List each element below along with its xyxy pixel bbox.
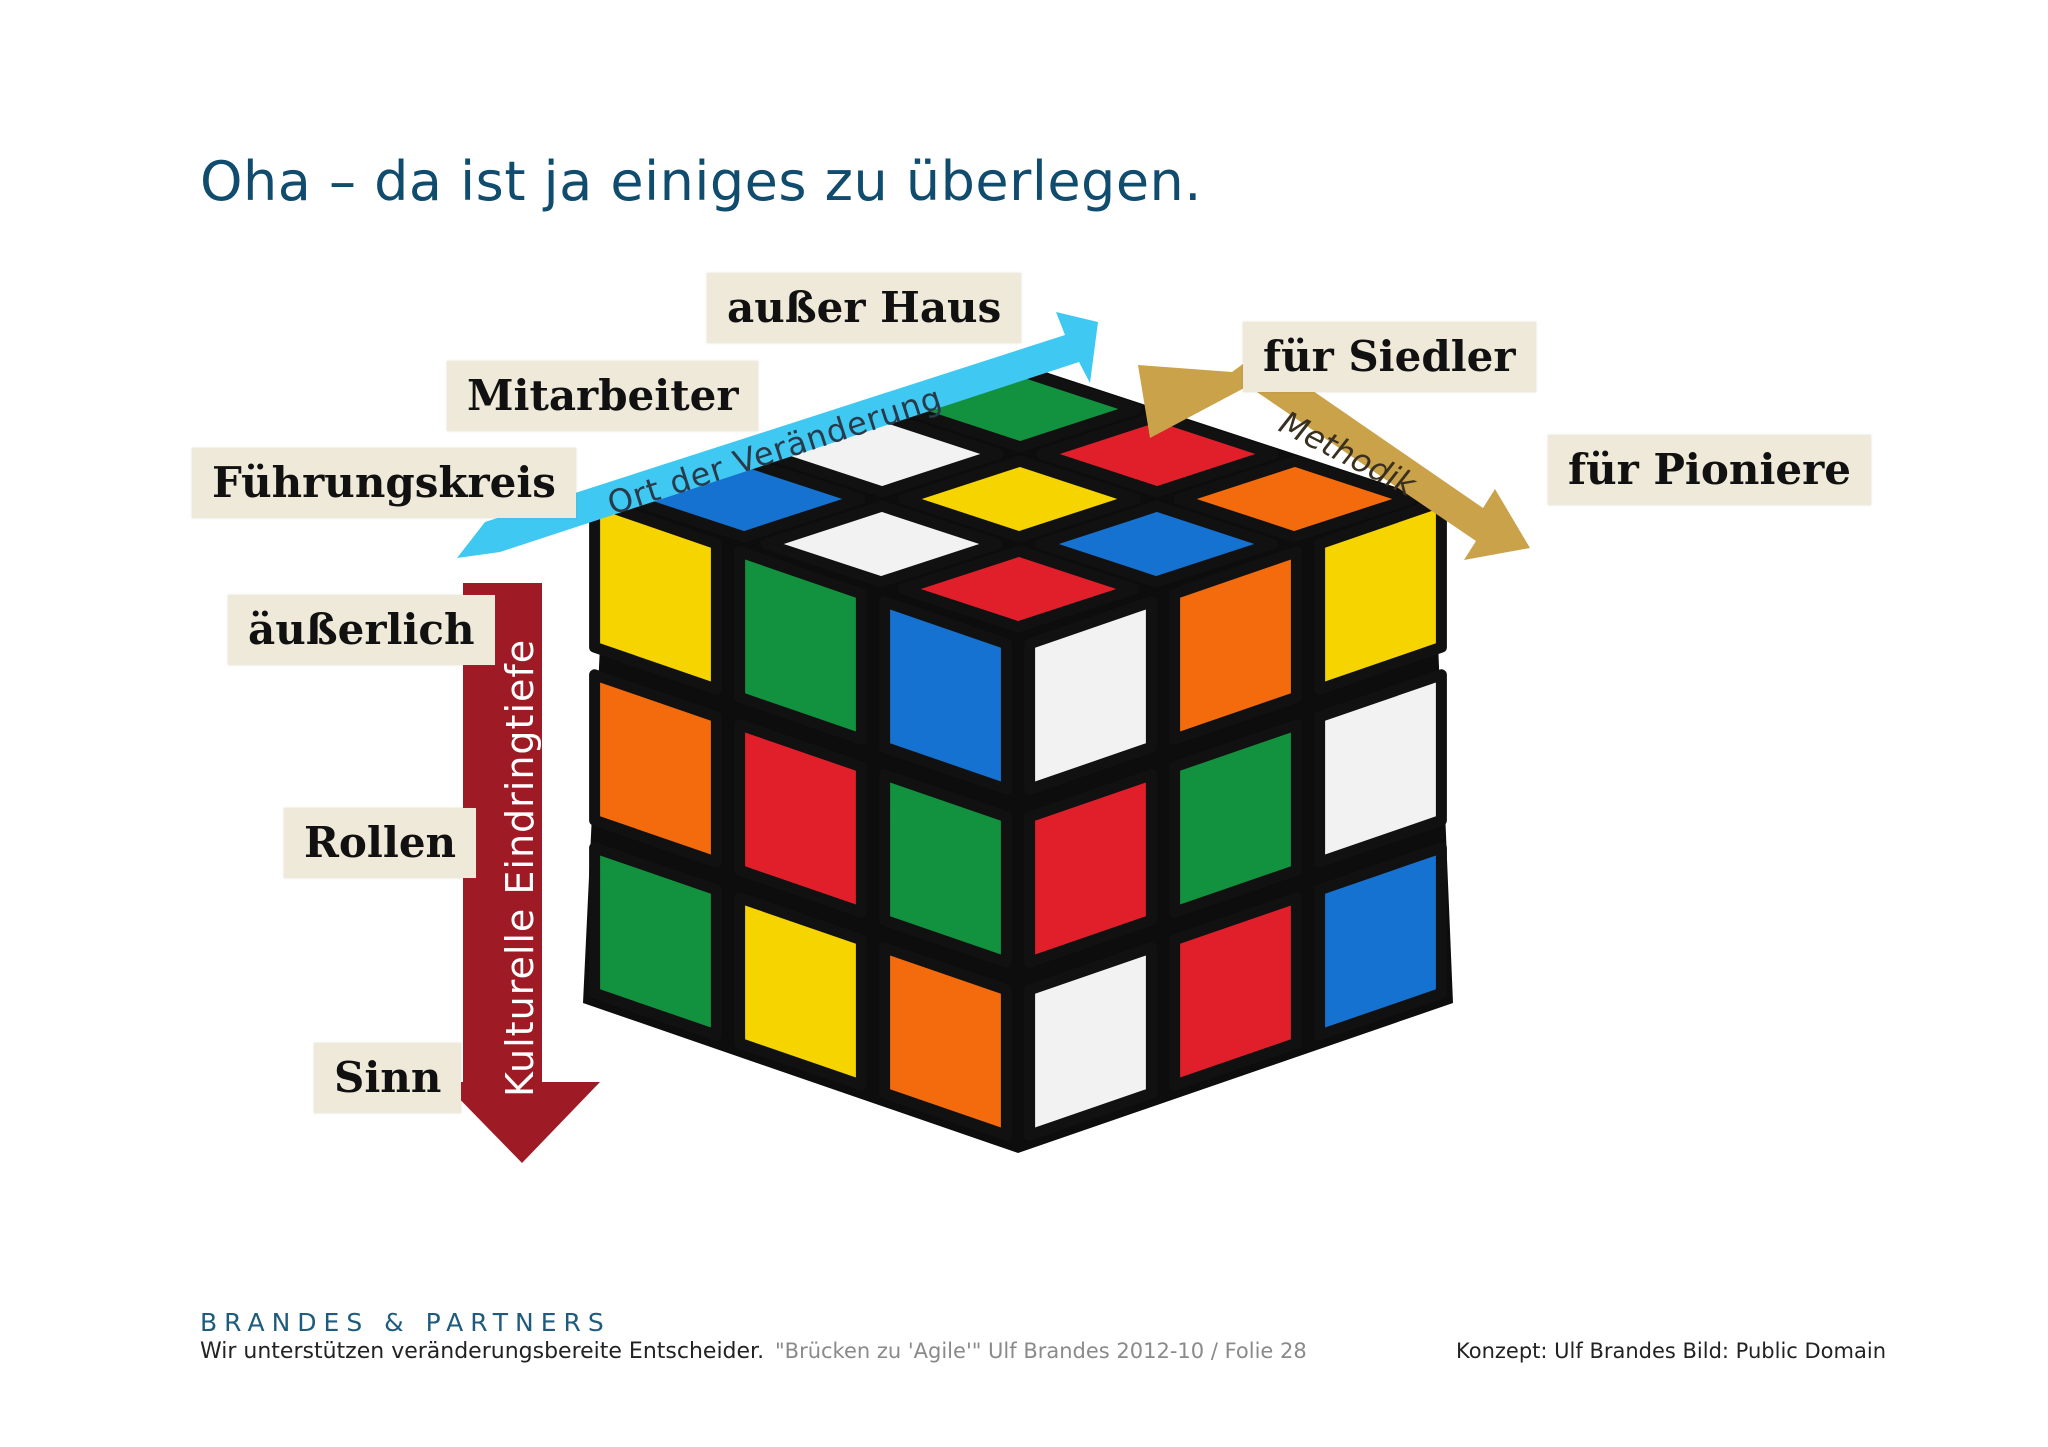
- cube-top-sticker: [1036, 410, 1279, 498]
- cube-top-sticker: [1035, 500, 1278, 588]
- cube-right-sticker: [1314, 842, 1447, 1041]
- cube-right-sticker: [1024, 596, 1157, 795]
- footer-credits: Konzept: Ulf Brandes Bild: Public Domain: [1456, 1339, 1886, 1363]
- kulturelle-eindringtiefe-label: Kulturelle Eindringtiefe: [498, 639, 542, 1097]
- label-sinn: Sinn: [314, 1043, 462, 1113]
- cube-left-sticker: [734, 892, 867, 1091]
- cube-left-sticker: [734, 546, 867, 745]
- label-mitarbeiter: Mitarbeiter: [447, 361, 759, 431]
- cube-right-sticker: [1169, 892, 1302, 1091]
- cube-top-sticker: [897, 545, 1140, 633]
- ort-der-veraenderung-arrow: [457, 312, 1098, 558]
- label-ausser-haus: außer Haus: [707, 273, 1022, 343]
- cube-left-sticker: [589, 669, 722, 868]
- cube-right-sticker: [1314, 669, 1447, 868]
- cube-right-sticker: [1024, 769, 1157, 968]
- footer-presentation-info: "Brücken zu 'Agile'" Ulf Brandes 2012-10…: [775, 1339, 1307, 1363]
- label-aeusserlich: äußerlich: [228, 595, 495, 665]
- cube-top-sticker: [760, 500, 1003, 588]
- label-fuer-pioniere: für Pioniere: [1548, 435, 1871, 505]
- cube-left-sticker: [879, 942, 1012, 1141]
- cube-right-sticker: [1314, 496, 1447, 695]
- label-rollen: Rollen: [284, 808, 477, 878]
- cube-right-sticker: [1169, 546, 1302, 745]
- brand-name: BRANDES & PARTNERS: [200, 1308, 611, 1337]
- label-fuer-siedler: für Siedler: [1243, 322, 1536, 392]
- cube-top-sticker: [898, 455, 1141, 543]
- cube-left-sticker: [589, 842, 722, 1041]
- cube-right-sticker: [1024, 942, 1157, 1141]
- cube-left-sticker: [589, 496, 722, 695]
- methodik-arrow: [1138, 353, 1530, 560]
- cube-left-sticker: [879, 596, 1012, 795]
- brand-tagline: Wir unterstützen veränderungsbereite Ent…: [200, 1339, 765, 1364]
- rubiks-cube-image: [583, 364, 1453, 1153]
- label-fuehrungskreis: Führungskreis: [192, 448, 576, 518]
- cube-left-sticker: [879, 769, 1012, 968]
- slide-title: Oha – da ist ja einiges zu überlegen.: [200, 150, 1202, 213]
- cube-left-sticker: [734, 719, 867, 918]
- kulturelle-eindringtiefe-arrow: [443, 583, 600, 1163]
- cube-top-sticker: [1173, 455, 1416, 543]
- cube-right-sticker: [1169, 719, 1302, 918]
